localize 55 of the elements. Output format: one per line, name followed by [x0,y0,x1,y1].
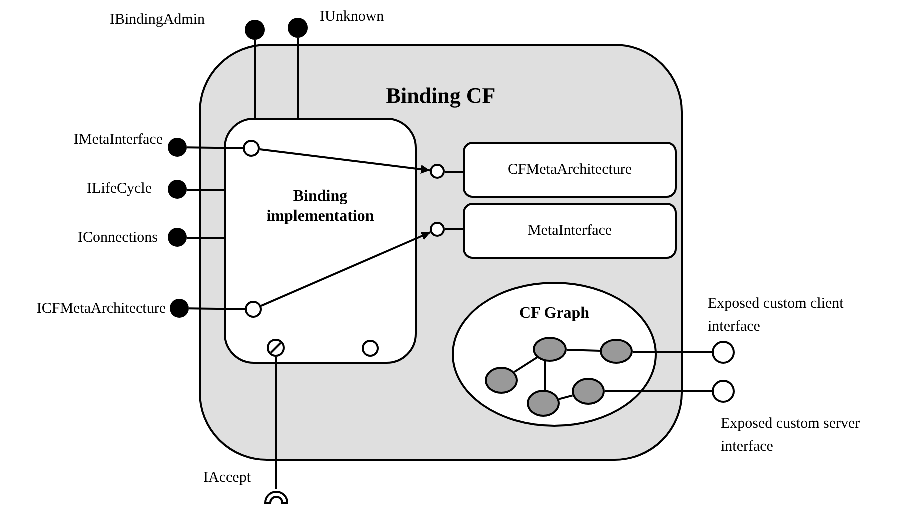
connector-line [445,228,463,230]
connector-line [254,40,256,118]
interface-label: Exposed custom server interface [721,415,862,457]
connector-line [544,361,546,390]
graph-node [527,390,560,417]
component-box [463,203,677,259]
component-box [224,118,417,364]
arrow [260,232,431,308]
interface-label: IBindingAdmin [110,11,205,30]
interface-dot [168,180,187,199]
interface-label: ILifeCycle [87,180,152,199]
connector-line [633,351,712,353]
box-label: CFMetaArchitecture [506,161,634,180]
port-circle [243,140,260,157]
connector-line [188,308,246,310]
connector-line [187,189,224,191]
arrow [260,148,430,174]
port-circle [362,340,379,357]
graph-node [485,367,518,394]
interface-dot [168,138,187,157]
connector-line [297,38,299,118]
graph-node [600,339,633,364]
connector-line [566,349,600,352]
connector-line [558,394,574,400]
component-frame [199,44,683,461]
socket-symbol [264,489,289,503]
port-circle [245,301,262,318]
interface-dot [245,20,265,40]
connector-line [275,357,277,489]
connector-line [605,390,712,392]
port-circle [430,164,445,179]
connector-line [445,171,463,173]
frame-title: Binding CF [385,82,497,110]
graph-node [533,337,567,362]
interface-label: IMetaInterface [74,131,163,150]
interface-label: IUnknown [320,8,384,27]
slashed-port-circle [267,339,285,357]
interface-dot [288,18,308,38]
box-label: Binding implementation [266,187,376,227]
component-box [463,142,677,198]
connector-line [186,146,244,150]
exposed-interface-circle [712,380,735,403]
connector-line [514,356,538,374]
exposed-interface-circle [712,341,735,364]
interface-label: ICFMetaArchitecture [36,300,166,319]
graph-title: CF Graph [518,304,591,324]
box-label: MetaInterface [526,222,614,241]
interface-label: IAccept [204,469,251,488]
interface-dot [168,228,187,247]
port-circle [430,222,445,237]
interface-dot [170,299,189,318]
connector-line [187,237,224,239]
graph-node [572,378,605,405]
interface-label: IConnections [78,229,158,248]
interface-label: Exposed custom client interface [708,295,845,337]
